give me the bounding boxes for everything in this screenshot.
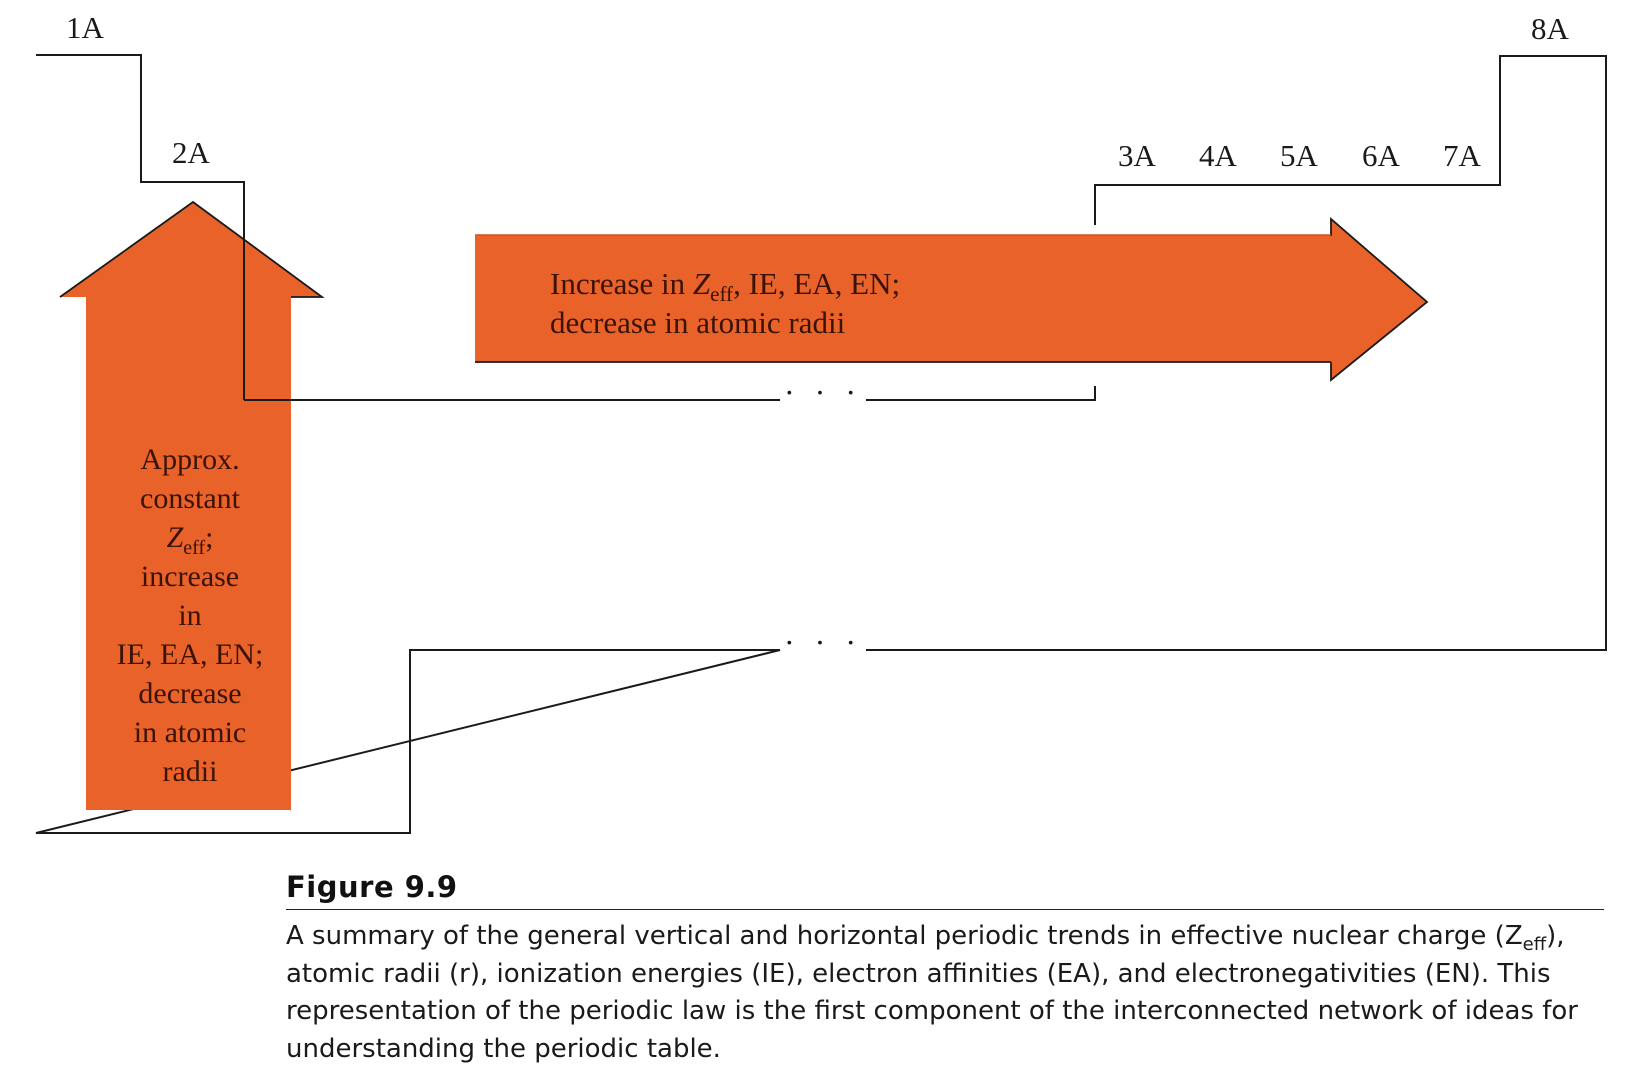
vertical-arrow-label-line1: Approx. (140, 443, 239, 476)
horizontal-arrow-edge (1330, 217, 1429, 382)
caption-subscript: eff (1522, 934, 1547, 956)
vertical-arrow-label-line5: in (178, 599, 201, 632)
vertical-arrow-label-line9: radii (163, 755, 218, 788)
group-label-4a: 4A (1199, 138, 1238, 173)
horizontal-arrow (475, 219, 1427, 380)
vertical-arrow-head-edge (59, 200, 325, 298)
caption-text-part1: A summary of the general vertical and ho… (286, 921, 1523, 951)
transition-gap-ellipsis-top: · · · (784, 374, 862, 410)
group-label-5a: 5A (1280, 138, 1319, 173)
caption-divider (286, 909, 1604, 910)
vertical-arrow-label: Approx. constant Zeff; increase in IE, E… (117, 443, 264, 788)
vertical-arrow (60, 202, 322, 810)
group-label-8a: 8A (1531, 11, 1570, 46)
vertical-arrow-label-line6: IE, EA, EN; (117, 638, 264, 671)
group-label-2a: 2A (172, 135, 211, 170)
group-label-1a: 1A (66, 10, 105, 45)
periodic-table-outline-top (35, 54, 1607, 834)
caption-text-part2: ), atomic radii (r), ionization energies… (286, 921, 1578, 1064)
vertical-arrow-label-line4: increase (141, 560, 239, 593)
figure-title: Figure 9.9 (286, 870, 458, 904)
group-label-6a: 6A (1362, 138, 1401, 173)
horizontal-arrow-label-line1: Increase in Zeff, IE, EA, EN; (550, 266, 900, 306)
vertical-arrow-label-line3: Zeff; (167, 521, 214, 559)
vertical-arrow-label-line8: in atomic (134, 716, 246, 749)
vertical-arrow-label-line2: constant (140, 482, 241, 515)
group-label-3a: 3A (1118, 138, 1157, 173)
group-label-7a: 7A (1443, 138, 1482, 173)
vertical-arrow-label-line7: decrease (138, 677, 241, 710)
transition-gap-ellipsis-bottom: · · · (784, 624, 862, 660)
figure-caption: A summary of the general vertical and ho… (286, 918, 1604, 1068)
horizontal-arrow-label-line2: decrease in atomic radii (550, 305, 846, 340)
